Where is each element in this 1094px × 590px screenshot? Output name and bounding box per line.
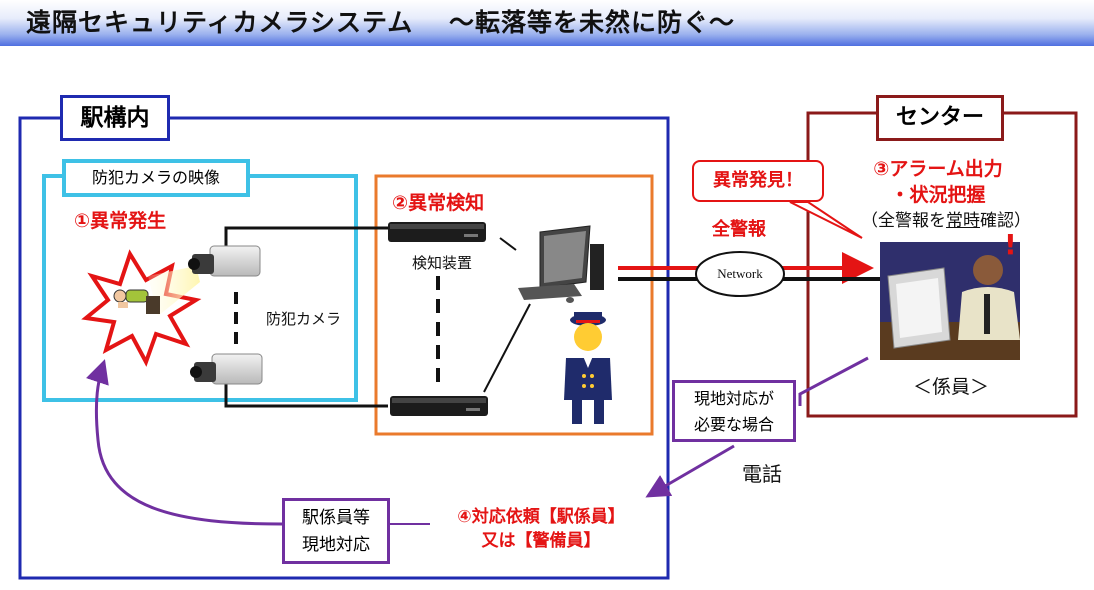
station-title: 駅構内 <box>60 95 170 141</box>
detection-device-top <box>388 222 486 242</box>
page-title: 遠隔セキュリティカメラシステム ～転落等を未然に防ぐ～ <box>26 8 735 37</box>
camera-panel-title: 防犯カメラの映像 <box>62 159 250 197</box>
detection-title: ②異常検知 <box>392 192 485 214</box>
staff-onsite-line2: 現地対応 <box>302 535 370 555</box>
title-banner: 遠隔セキュリティカメラシステム ～転落等を未然に防ぐ～ <box>0 0 1094 46</box>
station-area-border <box>18 116 670 580</box>
request-label: ④対応依頼【駅係員】 又は【警備員】 <box>430 505 652 553</box>
alarm-output-label: ③アラーム出力 <box>873 158 1003 180</box>
detection-panel-border <box>374 174 654 436</box>
detector-to-pc-line-2 <box>483 303 531 393</box>
camera-label: 防犯カメラ <box>266 310 342 328</box>
onsite-needed-line2: 必要な場合 <box>693 415 774 434</box>
detection-device-bottom <box>390 396 488 416</box>
request-line2: 又は【警備員】 <box>481 531 601 551</box>
all-alerts-label: 全警報 <box>712 219 766 240</box>
request-line1: ④対応依頼【駅係員】 <box>457 507 625 527</box>
onsite-needed-box: 現地対応が 必要な場合 <box>672 380 796 442</box>
fallen-person-figure <box>113 289 160 314</box>
staff-onsite-line1: 駅係員等 <box>302 508 370 528</box>
dispatch-arrow <box>85 359 283 526</box>
center-to-request-arrow <box>798 356 869 406</box>
phone-label: 電話 <box>742 462 782 486</box>
constant-check-prefix: （全警報を <box>861 211 946 231</box>
operator-label: ＜係員＞ <box>912 376 989 398</box>
camera-cable-top <box>224 226 388 252</box>
staff-onsite-box: 駅係員等 現地対応 <box>282 498 390 564</box>
callout-tail <box>789 201 863 239</box>
station-staff-figure <box>564 312 612 424</box>
monitoring-pc <box>518 225 604 303</box>
network-label: Network <box>717 266 763 281</box>
incident-label: ①異常発生 <box>74 210 167 232</box>
camera-light-beam <box>148 266 200 316</box>
security-camera-top <box>188 245 261 277</box>
phone-call-arrow <box>645 444 735 498</box>
anomaly-found-callout: 異常発見！ <box>692 160 824 202</box>
network-ellipse <box>695 251 785 297</box>
center-operator-photo <box>880 242 1020 360</box>
constant-check-label: （全警報を常時確認） <box>826 206 1066 231</box>
situation-grasp-label: ・状況把握 <box>890 184 986 206</box>
detector-to-pc-line <box>499 237 517 251</box>
onsite-needed-line1: 現地対応が <box>693 389 774 408</box>
detection-device-label: 検知装置 <box>412 254 473 272</box>
exclamation-mark: ! <box>1004 228 1017 261</box>
security-camera-bottom <box>190 353 263 385</box>
constant-check-emphasis: 常時 <box>946 211 980 231</box>
constant-check-suffix: 確認） <box>980 211 1031 231</box>
center-title: センター <box>876 95 1004 141</box>
